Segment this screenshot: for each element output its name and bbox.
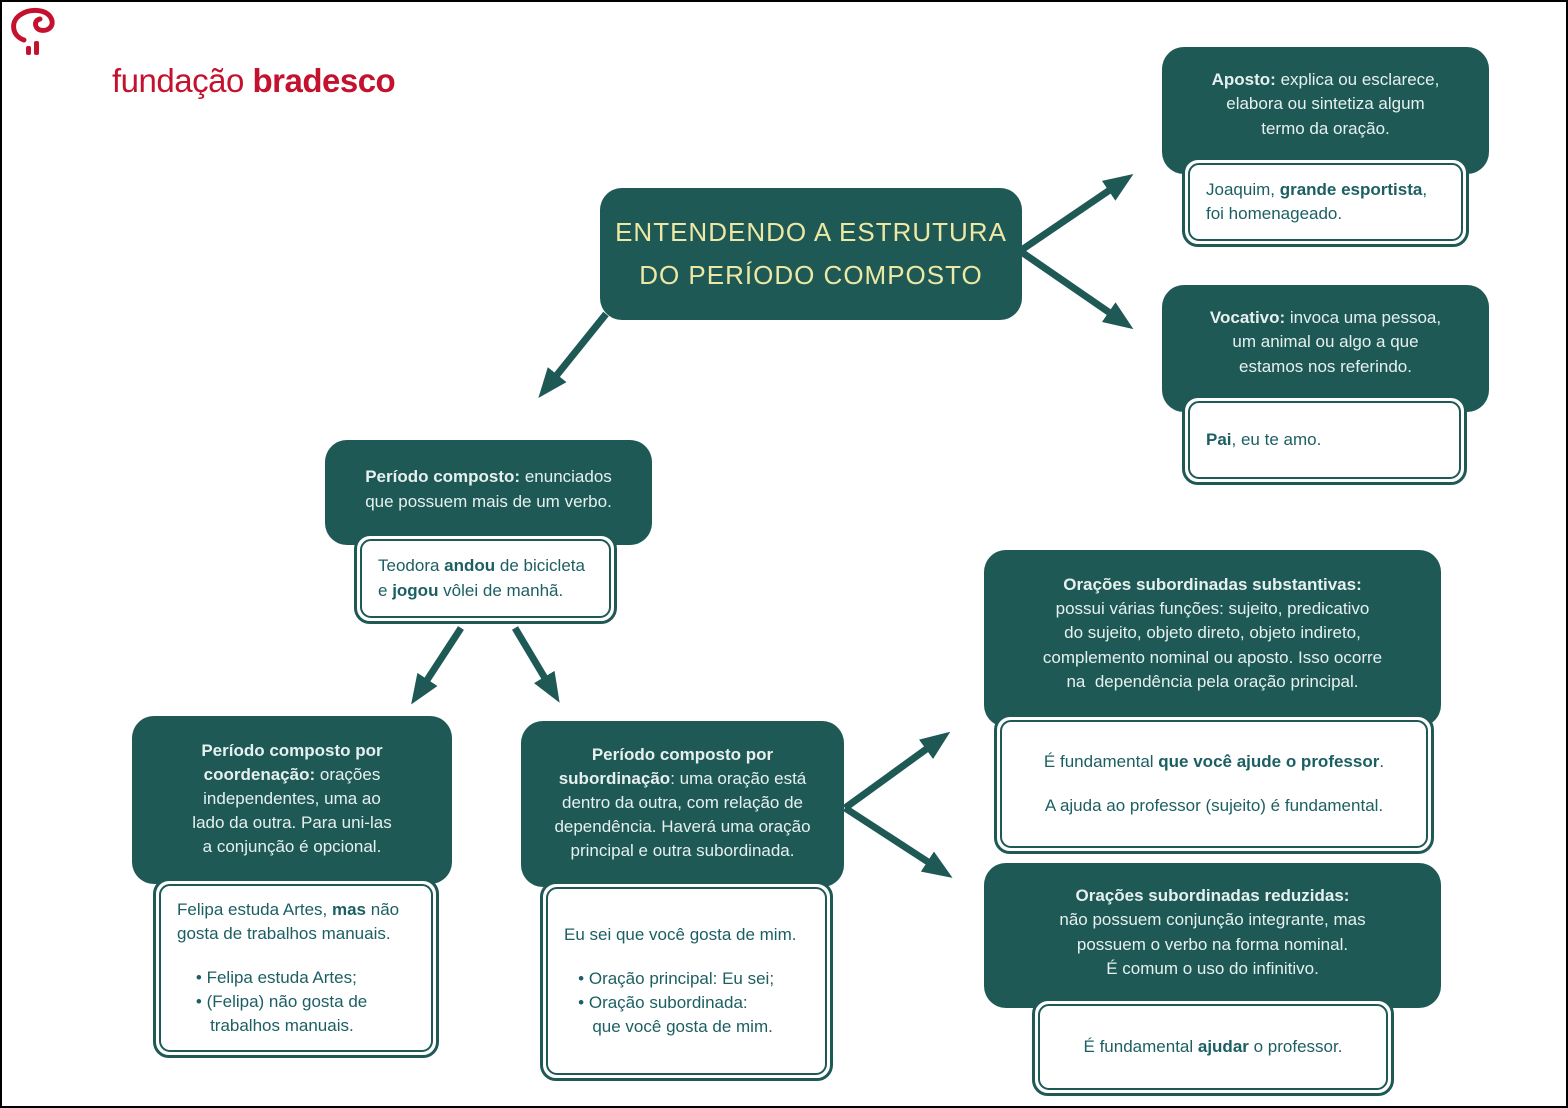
node-coordenacao-example-text: Felipa estuda Artes, mas não gosta de tr… [159, 884, 433, 1052]
arrow-periodo-to-coordenacao [411, 626, 464, 705]
node-reduzidas-example-text: É fundamental ajudar o professor. [1038, 1004, 1388, 1090]
node-coordenacao-example: Felipa estuda Artes, mas não gosta de tr… [153, 878, 439, 1058]
node-vocativo-example: Pai, eu te amo. [1182, 395, 1467, 485]
arrow-periodo-to-subordinacao [511, 626, 560, 703]
arrow-title-to-aposto [1018, 173, 1134, 254]
node-coordenacao-definition: Período composto por coordenação: oraçõe… [132, 716, 452, 884]
node-periodo-composto-definition: Período composto: enunciados que possuem… [325, 440, 652, 545]
node-substantivas-example: É fundamental que você ajude o professor… [994, 714, 1434, 854]
node-periodo-composto-example-text: Teodora andou de bicicleta e jogou vôlei… [360, 539, 611, 618]
logo-text: fundação bradesco [60, 6, 396, 156]
node-subordinacao-example-text: Eu sei que você gosta de mim. • Oração p… [546, 887, 827, 1075]
node-subordinacao-example: Eu sei que você gosta de mim. • Oração p… [540, 881, 833, 1081]
node-substantivas-definition: Orações subordinadas substantivas: possu… [984, 550, 1441, 727]
node-reduzidas-example: É fundamental ajudar o professor. [1032, 998, 1394, 1096]
node-aposto-definition: Aposto: explica ou esclarece, elabora ou… [1162, 47, 1489, 174]
arrow-title-to-vocativo [1018, 248, 1134, 330]
node-periodo-composto-example: Teodora andou de bicicleta e jogou vôlei… [354, 533, 617, 624]
node-reduzidas-definition: Orações subordinadas reduzidas: não poss… [984, 863, 1441, 1008]
node-aposto-example-text: Joaquim, grande esportista, foi homenage… [1188, 163, 1463, 241]
arrow-subordinacao-to-reduzidas [843, 805, 953, 878]
node-subordinacao-definition: Período composto por subordinação: uma o… [521, 721, 844, 887]
node-substantivas-example-text: É fundamental que você ajude o professor… [1000, 720, 1428, 848]
logo-text-fundacao: fundação [112, 62, 253, 99]
fundacao-bradesco-logo: fundação bradesco [10, 6, 396, 156]
arrow-title-to-periodo-composto [538, 311, 609, 399]
arrow-subordinacao-to-substantivas [842, 731, 951, 811]
node-vocativo-example-text: Pai, eu te amo. [1188, 401, 1461, 479]
node-vocativo-definition: Vocativo: invoca uma pessoa, um animal o… [1162, 285, 1489, 412]
logo-tree-icon [11, 8, 55, 55]
node-aposto-example: Joaquim, grande esportista, foi homenage… [1182, 157, 1469, 247]
logo-text-bradesco: bradesco [252, 62, 396, 99]
main-title-box: ENTENDENDO A ESTRUTURA DO PERÍODO COMPOS… [600, 188, 1022, 320]
